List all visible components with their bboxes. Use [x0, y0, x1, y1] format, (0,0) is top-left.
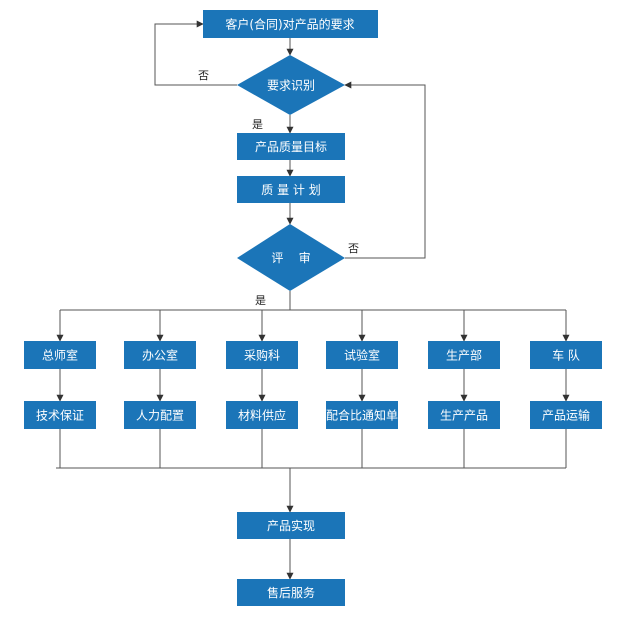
department-label: 试验室 — [344, 348, 380, 363]
edge-label-identify-no: 否 — [198, 69, 209, 82]
node-quality-plan-label: 质 量 计 划 — [261, 183, 320, 197]
department-node: 试验室 — [326, 341, 398, 369]
node-quality-objectives-label: 产品质量目标 — [255, 140, 327, 154]
department-node: 办公室 — [124, 341, 196, 369]
department-task-node: 产品运输 — [530, 401, 602, 429]
department-node: 采购科 — [226, 341, 298, 369]
decision-review: 评 审 — [237, 224, 345, 291]
edge-label-review-yes: 是 — [255, 294, 266, 307]
node-customer-requirements: 客户(合同)对产品的要求 — [203, 10, 378, 38]
connectors — [56, 20, 570, 580]
node-after-sales: 售后服务 — [237, 579, 345, 606]
department-task-label: 人力配置 — [136, 409, 184, 423]
department-task-node: 配合比通知单 — [326, 401, 398, 429]
arrow-identify-no-loop — [154, 20, 237, 86]
department-task-node: 材料供应 — [226, 401, 298, 429]
decision-review-label: 评 审 — [271, 250, 310, 265]
department-task-node: 生产产品 — [428, 401, 500, 429]
department-label: 车 队 — [552, 348, 580, 363]
department-task-node: 技术保证 — [24, 401, 96, 429]
arrow-review-no-loop — [344, 81, 426, 259]
node-product-realization: 产品实现 — [237, 512, 345, 539]
department-node: 车 队 — [530, 341, 602, 369]
department-task-label: 产品运输 — [542, 408, 590, 423]
department-label: 采购科 — [244, 348, 280, 363]
department-label: 办公室 — [142, 348, 178, 363]
department-task-label: 技术保证 — [36, 409, 84, 423]
edge-label-identify-yes: 是 — [252, 118, 263, 131]
department-task-node: 人力配置 — [124, 401, 196, 429]
decision-requirement-identification: 要求识别 — [237, 55, 345, 115]
node-after-sales-label: 售后服务 — [267, 585, 315, 600]
edge-label-review-no: 否 — [348, 242, 359, 255]
department-node: 总师室 — [24, 341, 96, 369]
node-customer-requirements-label: 客户(合同)对产品的要求 — [225, 17, 354, 32]
department-task-label: 配合比通知单 — [326, 408, 398, 423]
department-label: 生产部 — [446, 348, 482, 363]
node-quality-objectives: 产品质量目标 — [237, 133, 345, 160]
decision-requirement-identification-label: 要求识别 — [267, 79, 315, 93]
department-label: 总师室 — [42, 348, 78, 363]
node-quality-plan: 质 量 计 划 — [237, 176, 345, 203]
node-product-realization-label: 产品实现 — [267, 518, 315, 533]
department-task-label: 生产产品 — [440, 409, 488, 423]
department-task-label: 材料供应 — [238, 408, 286, 423]
department-node: 生产部 — [428, 341, 500, 369]
